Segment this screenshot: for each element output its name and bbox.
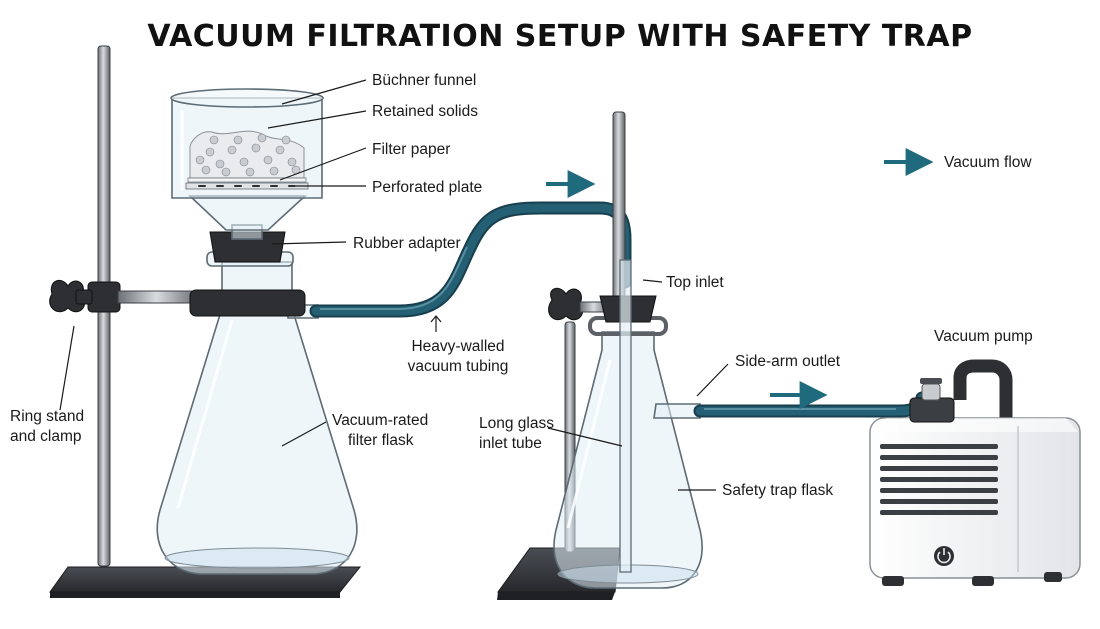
label-side-arm-outlet: Side-arm outlet	[735, 353, 841, 370]
vacuum-pump	[869, 359, 1081, 586]
buchner-funnel	[170, 88, 324, 263]
label-inlet-tube-line1: Long glass	[479, 415, 554, 432]
vacuum-tubing-pump	[693, 391, 929, 418]
label-top-inlet: Top inlet	[666, 274, 724, 291]
label-inlet-tube-line2: inlet tube	[479, 435, 542, 452]
label-filter-paper: Filter paper	[372, 141, 450, 158]
label-vacuum-pump: Vacuum pump	[934, 328, 1033, 345]
label-filter-flask-line1: Vacuum-rated	[332, 412, 428, 429]
safety-trap-flask	[553, 259, 703, 589]
power-button-icon	[934, 546, 954, 566]
leader-lines	[59, 79, 729, 491]
label-trap-flask: Safety trap flask	[722, 482, 833, 499]
label-ring-stand-line2: and clamp	[10, 428, 82, 445]
label-rubber-adapter: Rubber adapter	[353, 235, 461, 252]
label-tubing-line1: Heavy-walled	[411, 338, 504, 355]
label-tubing-line2: vacuum tubing	[408, 358, 509, 375]
label-ring-stand-line1: Ring stand	[10, 408, 84, 425]
label-filter-flask-line2: filter flask	[348, 432, 414, 449]
label-perforated-plate: Perforated plate	[372, 179, 482, 196]
legend: Vacuum flow	[884, 148, 1032, 176]
diagram-title: VACUUM FILTRATION SETUP WITH SAFETY TRAP	[147, 19, 972, 54]
labels: Büchner funnel Retained solids Filter pa…	[10, 72, 1033, 499]
label-retained-solids: Retained solids	[372, 103, 478, 120]
legend-label: Vacuum flow	[944, 154, 1032, 171]
label-buchner-funnel: Büchner funnel	[372, 72, 476, 89]
